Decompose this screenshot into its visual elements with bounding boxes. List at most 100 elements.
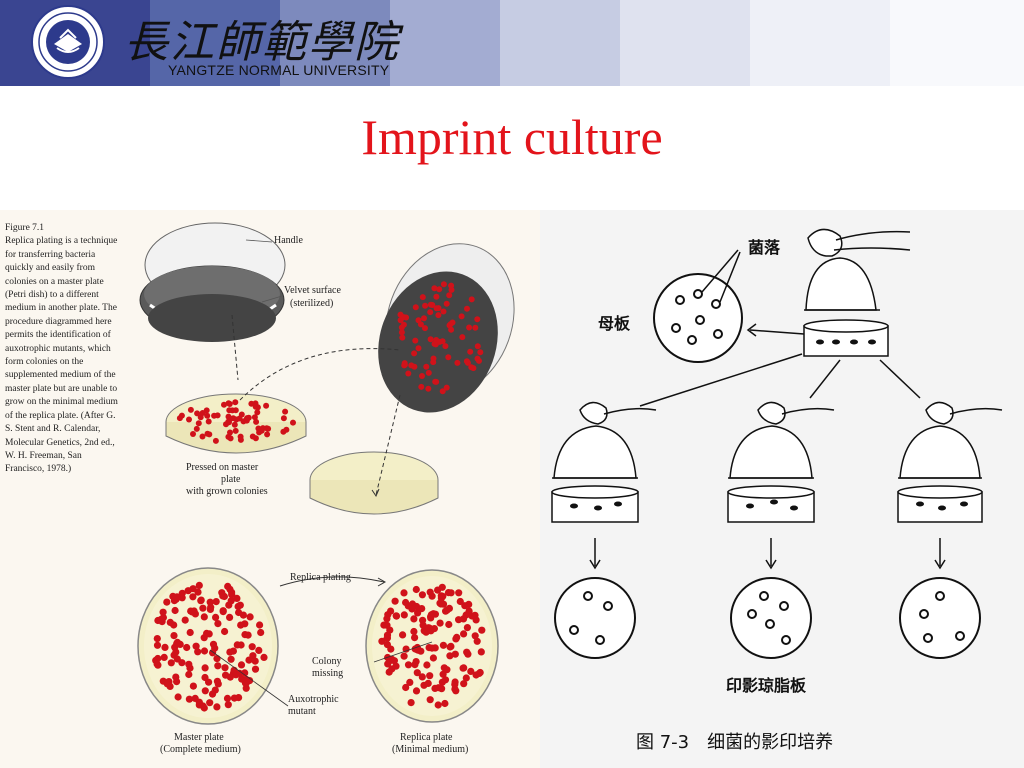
colony-dot (463, 358, 470, 365)
colony-dot (439, 600, 448, 608)
colony-dot (460, 630, 468, 638)
colony-dot (445, 620, 453, 629)
colony-dot (449, 319, 456, 326)
colony-dot (280, 415, 287, 422)
colony-dot (173, 593, 181, 601)
colony-dot (227, 655, 235, 663)
colony-dot (235, 608, 243, 617)
colony-dot (200, 647, 209, 655)
colony-dot (433, 378, 440, 385)
colony-dot (221, 401, 227, 408)
velvet-with-colonies-icon (378, 243, 515, 413)
colony-dot (194, 588, 202, 596)
colony-dot (411, 350, 418, 357)
replica-stamp-3-icon (897, 401, 1003, 523)
colony-dot (429, 302, 436, 308)
colony-dot (463, 648, 471, 656)
colony-dot (439, 641, 447, 649)
colony-dot (433, 293, 440, 300)
colony-dot (171, 606, 179, 615)
colony-dot (407, 699, 415, 707)
colony-dot (167, 659, 175, 667)
colony-dot (201, 673, 209, 682)
master-plate-icon (137, 567, 279, 725)
empty-replica-dish-icon (309, 451, 439, 515)
colony-dot (439, 388, 446, 395)
colony-dot (243, 417, 250, 424)
colony-dot (174, 693, 182, 701)
colony-dot (251, 657, 259, 665)
label-auxotrophic-mutant: mutant (288, 706, 316, 717)
colony-dot (187, 406, 194, 413)
colony-dot (476, 357, 482, 364)
header-stripe (150, 0, 280, 86)
colony-dot (212, 598, 220, 606)
colony-dot (428, 644, 436, 652)
colony-dot (226, 648, 234, 656)
colony-dot (471, 632, 479, 640)
colony-dot (440, 281, 447, 288)
colony-dot (441, 676, 450, 684)
colony-dot (213, 677, 221, 685)
colony-dot (418, 673, 426, 681)
colony-dot (236, 669, 244, 677)
colony-dot (234, 602, 242, 611)
colony-dot (221, 627, 229, 636)
colony-dot (237, 621, 245, 629)
colony-dot (290, 419, 296, 426)
colony-dot (459, 664, 467, 672)
colony-dot (185, 670, 193, 679)
colony-dot (426, 588, 434, 596)
colony-dot (420, 681, 428, 689)
colony-dot (221, 664, 229, 672)
colony-dot (473, 637, 481, 645)
colony-dot (233, 641, 241, 649)
colony-dot (204, 430, 211, 437)
colony-dot (408, 362, 415, 369)
velvet-stamp-icon (803, 228, 911, 357)
label-colony-missing-2: missing (312, 668, 344, 679)
colony-dot (219, 592, 227, 600)
colony-dot (199, 702, 207, 710)
colony-dot (451, 680, 459, 688)
colony-dot (256, 621, 264, 629)
colony-dot (178, 412, 185, 419)
colony-dot (436, 286, 443, 293)
colony-dot (448, 282, 455, 289)
colony-dot (231, 421, 238, 428)
colony-dot (226, 673, 234, 681)
colony-dot (445, 354, 452, 361)
colony-dot (199, 604, 207, 612)
colony-dot (251, 665, 260, 673)
colony-dot (431, 285, 438, 292)
colony-dot (413, 669, 421, 677)
colony-dot (260, 653, 268, 661)
colony-dot (440, 308, 447, 315)
colony-dot (161, 643, 169, 651)
colony-dot (460, 680, 468, 688)
colony-dot (201, 687, 209, 695)
colony-dot (190, 431, 196, 437)
colony-dot (242, 675, 250, 684)
colony-dot (159, 608, 167, 616)
colony-dot (402, 645, 410, 653)
colony-dot (422, 302, 429, 309)
colony-dot (477, 349, 484, 356)
header-stripe (500, 0, 620, 86)
colony-dot (223, 694, 232, 702)
colony-dot (430, 359, 437, 366)
figure-caption: Figure 7.1 Replica plating is a techniqu… (5, 222, 123, 477)
colony-dot (253, 418, 260, 425)
colony-dot (459, 334, 466, 341)
colony-dot (201, 664, 209, 672)
colony-dot (470, 365, 477, 372)
colony-dot (214, 620, 222, 628)
colony-dot (418, 591, 426, 599)
header-stripe (390, 0, 500, 86)
colony-dot (237, 661, 246, 669)
colony-dot (211, 412, 218, 419)
colony-dot (442, 343, 449, 350)
replica-result-3-icon (899, 577, 981, 659)
label-pressed-colonies: with grown colonies (186, 486, 268, 497)
colony-dot (209, 640, 218, 648)
